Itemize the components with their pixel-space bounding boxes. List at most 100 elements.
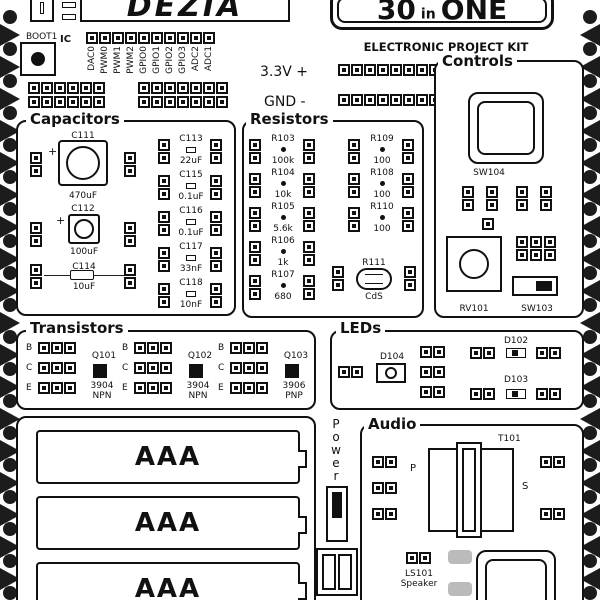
left-header-a[interactable] (28, 82, 105, 94)
header-c-pin[interactable] (190, 82, 202, 94)
cap-pin[interactable] (158, 260, 170, 272)
sw103-pins-c[interactable] (544, 236, 556, 261)
header-a-pin[interactable] (41, 82, 53, 94)
resistor-pins[interactable] (249, 241, 261, 266)
transistor-pin[interactable] (243, 362, 255, 374)
gnd-pin[interactable] (338, 94, 350, 106)
header-d-pin[interactable] (203, 96, 215, 108)
resistor-pin[interactable] (249, 254, 261, 266)
resistor-pins[interactable] (303, 275, 315, 300)
transistor-pin[interactable] (256, 382, 268, 394)
resistor-pins[interactable] (249, 207, 261, 232)
resistor-pins[interactable] (249, 139, 261, 164)
sw104-pins-b[interactable] (486, 186, 498, 211)
transistor-pin[interactable] (256, 362, 268, 374)
audio-primary-pins-2[interactable] (372, 482, 397, 494)
resistor-pins[interactable] (348, 139, 360, 164)
gpio-pin[interactable] (86, 32, 98, 44)
gpio-pin[interactable] (112, 32, 124, 44)
resistor-pin[interactable] (303, 173, 315, 185)
cap-pins[interactable] (158, 211, 170, 236)
cap-pin[interactable] (210, 247, 222, 259)
header-d-pin[interactable] (190, 96, 202, 108)
gpio-pin[interactable] (164, 32, 176, 44)
header-a-pin[interactable] (28, 82, 40, 94)
cap-pins[interactable] (158, 283, 170, 308)
gnd-pin[interactable] (364, 94, 376, 106)
cap-pin[interactable] (158, 188, 170, 200)
resistor-pin[interactable] (348, 152, 360, 164)
sw103-pins-b[interactable] (530, 236, 542, 261)
resistor-pin[interactable] (402, 186, 414, 198)
resistor-pins[interactable] (303, 207, 315, 232)
cap-pins[interactable] (158, 247, 170, 272)
cap-pin[interactable] (158, 296, 170, 308)
cap-pins[interactable] (210, 175, 222, 200)
cap-pin[interactable] (210, 296, 222, 308)
d104-pins-r1[interactable] (420, 346, 445, 358)
resistor-pin[interactable] (249, 275, 261, 287)
audio-primary-pins-3[interactable] (372, 508, 397, 520)
cap-pin[interactable] (210, 152, 222, 164)
cap-pin[interactable] (158, 283, 170, 295)
transistor-pins[interactable] (230, 362, 268, 374)
d103-pins-left[interactable] (470, 388, 495, 400)
cap-pins[interactable] (210, 211, 222, 236)
header-a-pin[interactable] (93, 82, 105, 94)
resistor-pins[interactable] (402, 207, 414, 232)
cap-pin[interactable] (158, 247, 170, 259)
cap-pin[interactable] (210, 211, 222, 223)
gnd-pin[interactable] (390, 94, 402, 106)
resistor-pin[interactable] (303, 220, 315, 232)
resistor-pin[interactable] (402, 220, 414, 232)
transistor-pins[interactable] (230, 342, 268, 354)
v33-pin[interactable] (338, 64, 350, 76)
transistor-pins[interactable] (38, 342, 76, 354)
cap-pin[interactable] (158, 175, 170, 187)
rv101-pins[interactable] (482, 218, 494, 230)
gnd-pin[interactable] (403, 94, 415, 106)
transistor-pin[interactable] (51, 342, 63, 354)
transistor-pin[interactable] (256, 342, 268, 354)
sw104-pins-d[interactable] (540, 186, 552, 211)
header-d-pin[interactable] (177, 96, 189, 108)
resistor-pin[interactable] (402, 139, 414, 151)
transistor-pin[interactable] (230, 382, 242, 394)
audio-secondary-pins-2[interactable] (540, 508, 565, 520)
transistor-pin[interactable] (134, 382, 146, 394)
resistor-pins[interactable] (402, 139, 414, 164)
transistor-pin[interactable] (134, 342, 146, 354)
transistor-pin[interactable] (160, 362, 172, 374)
c114-pin-right[interactable] (124, 264, 136, 289)
transistor-pin[interactable] (64, 382, 76, 394)
v33-pin[interactable] (416, 64, 428, 76)
transistor-pin[interactable] (230, 342, 242, 354)
header-c-pin[interactable] (203, 82, 215, 94)
cap-pin[interactable] (158, 139, 170, 151)
resistor-pin[interactable] (348, 173, 360, 185)
resistor-pin[interactable] (303, 139, 315, 151)
header-c-pin[interactable] (177, 82, 189, 94)
gpio-pin[interactable] (99, 32, 111, 44)
resistor-pins[interactable] (303, 241, 315, 266)
cap-pin[interactable] (210, 175, 222, 187)
transistor-pin[interactable] (147, 342, 159, 354)
transistor-pin[interactable] (243, 382, 255, 394)
v33-pin[interactable] (403, 64, 415, 76)
resistor-pin[interactable] (249, 152, 261, 164)
cap-pins[interactable] (210, 247, 222, 272)
d104-pins-r2[interactable] (420, 366, 445, 378)
gnd-pin[interactable] (377, 94, 389, 106)
transistor-pin[interactable] (64, 362, 76, 374)
r111-pin-left[interactable] (332, 266, 344, 291)
resistor-pin[interactable] (303, 207, 315, 219)
sw104-pins-a[interactable] (462, 186, 474, 211)
gpio-pin[interactable] (151, 32, 163, 44)
v33-pin[interactable] (351, 64, 363, 76)
d102-pins-left[interactable] (470, 347, 495, 359)
v33-pin[interactable] (364, 64, 376, 76)
c112-pin-left[interactable] (30, 222, 42, 247)
v33-pin[interactable] (377, 64, 389, 76)
header-d-pin[interactable] (151, 96, 163, 108)
cap-pin[interactable] (210, 188, 222, 200)
